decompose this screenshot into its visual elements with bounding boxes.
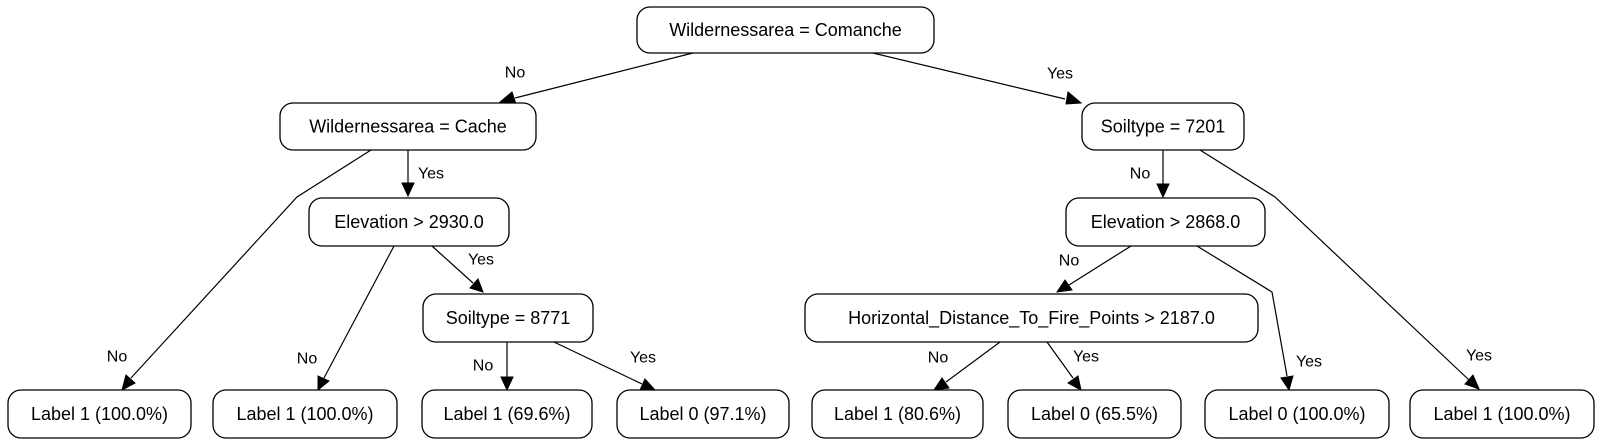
node-elev2930: Elevation > 2930.0	[308, 197, 510, 247]
edge-elev2930-soil8771: Yes	[431, 245, 494, 293]
edge-label-soil8771-leaf3: No	[473, 358, 494, 375]
edge-label-hdist-leaf5: No	[928, 350, 949, 367]
node-cache: Wildernessarea = Cache	[279, 102, 537, 151]
leaf-node-2: Label 1 (100.0%)	[212, 389, 398, 439]
node-soil7201: Soiltype = 7201	[1081, 102, 1245, 151]
leaf-label-4: Label 0 (97.1%)	[639, 404, 766, 424]
node-label-cache: Wildernessarea = Cache	[309, 117, 507, 137]
leaf-node-3: Label 1 (69.6%)	[421, 389, 593, 439]
edge-label-soil7201-elev2868: No	[1130, 166, 1151, 183]
node-soil8771: Soiltype = 8771	[422, 293, 594, 343]
leaf-node-8: Label 1 (100.0%)	[1409, 389, 1595, 439]
edge-hdist-leaf6: Yes	[1046, 341, 1099, 391]
node-label-soil7201: Soiltype = 7201	[1101, 117, 1226, 137]
node-label-root: Wildernessarea = Comanche	[669, 20, 902, 40]
edge-soil8771-leaf3: No	[473, 342, 514, 392]
node-label-soil8771: Soiltype = 8771	[446, 308, 571, 328]
leaf-label-2: Label 1 (100.0%)	[236, 404, 373, 424]
leaf-label-3: Label 1 (69.6%)	[443, 404, 570, 424]
edge-label-hdist-leaf6: Yes	[1073, 349, 1099, 366]
leaf-node-6: Label 0 (65.5%)	[1007, 389, 1182, 439]
edge-soil7201-leaf8: Yes	[1199, 149, 1492, 390]
edge-label-soil8771-leaf4: Yes	[630, 350, 656, 367]
edge-label-cache-leaf1: No	[107, 349, 128, 366]
edge-cache-elev2930: Yes	[401, 150, 444, 198]
edge-label-elev2868-leaf7: Yes	[1296, 354, 1322, 371]
node-label-hdist: Horizontal_Distance_To_Fire_Points > 218…	[848, 308, 1215, 329]
edge-label-soil7201-leaf8: Yes	[1466, 348, 1492, 365]
leaf-node-4: Label 0 (97.1%)	[616, 389, 790, 439]
node-root: Wildernessarea = Comanche	[636, 6, 935, 54]
edge-elev2930-leaf2: No	[297, 245, 395, 392]
edge-soil7201-elev2868: No	[1130, 150, 1170, 199]
edge-soil8771-leaf4: Yes	[553, 341, 657, 391]
leaf-label-7: Label 0 (100.0%)	[1228, 404, 1365, 424]
edge-cache-leaf1: No	[107, 149, 372, 391]
edge-label-root-cache: No	[505, 65, 526, 82]
edge-hdist-leaf5: No	[928, 341, 1001, 391]
edge-root-cache: No	[498, 52, 694, 105]
edge-root-soil7201: Yes	[872, 52, 1083, 105]
edge-label-elev2930-leaf2: No	[297, 351, 318, 368]
leaf-label-6: Label 0 (65.5%)	[1031, 404, 1158, 424]
edge-elev2868-hdist: No	[1055, 245, 1132, 293]
node-label-elev2868: Elevation > 2868.0	[1091, 212, 1241, 232]
node-label-elev2930: Elevation > 2930.0	[334, 212, 484, 232]
edge-label-elev2930-soil8771: Yes	[468, 252, 494, 269]
leaf-node-5: Label 1 (80.6%)	[811, 389, 984, 439]
node-hdist: Horizontal_Distance_To_Fire_Points > 218…	[804, 293, 1259, 343]
leaf-label-5: Label 1 (80.6%)	[834, 404, 961, 424]
node-elev2868: Elevation > 2868.0	[1065, 197, 1266, 247]
leaf-label-8: Label 1 (100.0%)	[1433, 404, 1570, 424]
edge-elev2868-leaf7: Yes	[1196, 245, 1322, 392]
leaf-node-1: Label 1 (100.0%)	[7, 389, 192, 439]
edge-label-cache-elev2930: Yes	[418, 166, 444, 183]
edge-label-elev2868-hdist: No	[1059, 253, 1080, 270]
edge-label-root-soil7201: Yes	[1047, 66, 1073, 83]
leaf-node-7: Label 0 (100.0%)	[1204, 389, 1390, 439]
leaf-label-1: Label 1 (100.0%)	[31, 404, 168, 424]
